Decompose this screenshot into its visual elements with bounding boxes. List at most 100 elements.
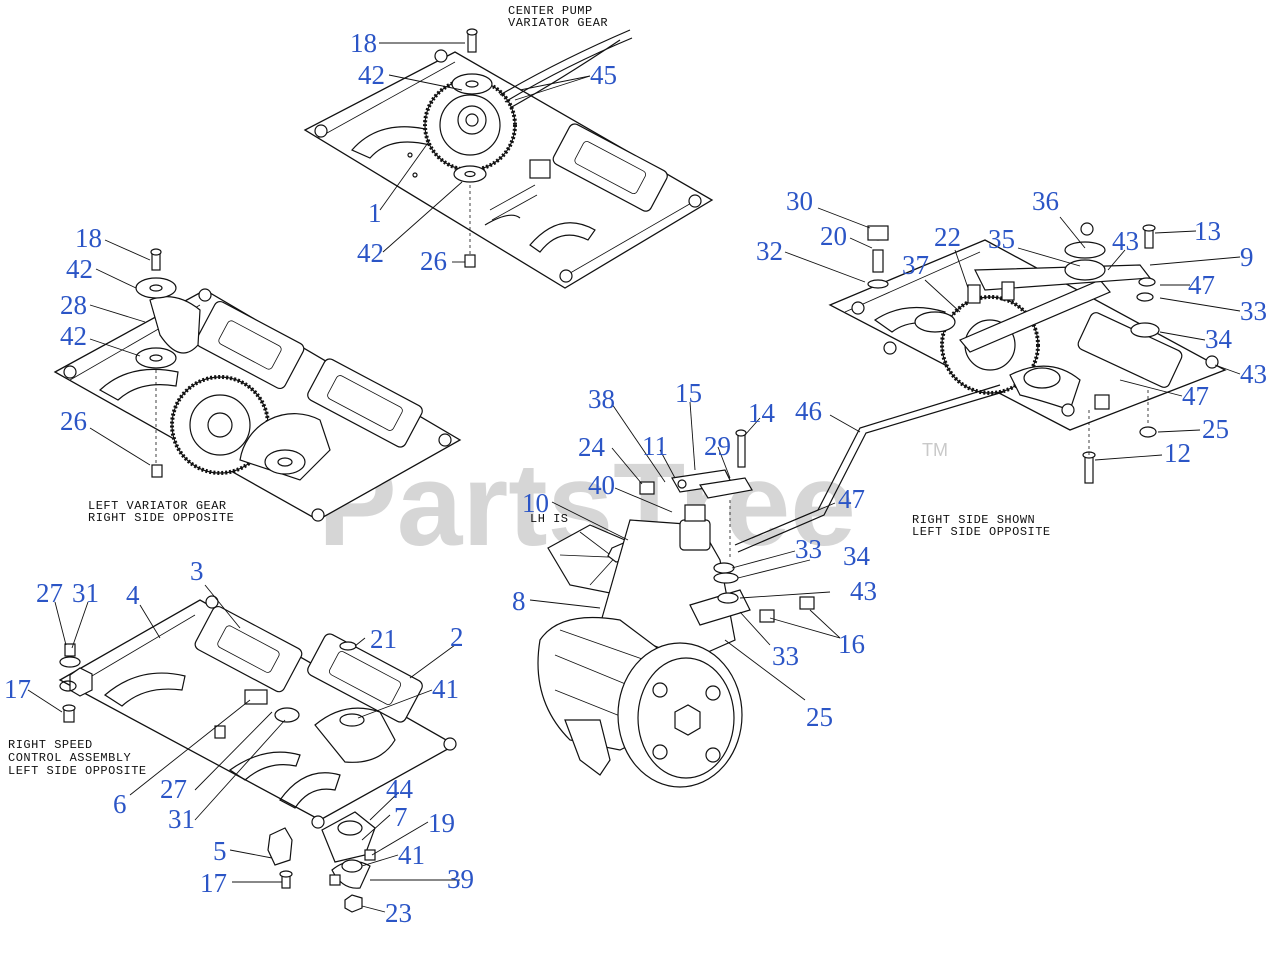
callout-38: 38: [588, 384, 615, 414]
callout-47: 47: [838, 484, 865, 514]
callout-34: 34: [1205, 324, 1233, 354]
callout-12: 12: [1164, 438, 1191, 468]
callout-33: 33: [1240, 296, 1267, 326]
caption-speed-opposite: LEFT SIDE OPPOSITE: [8, 764, 147, 778]
center-variator-assembly: [303, 28, 714, 289]
speed-bracket-2: [307, 633, 423, 723]
callout-5: 5: [213, 836, 227, 866]
left-gear-sector: [239, 413, 331, 481]
callout-14: 14: [748, 398, 776, 428]
callout-7: 7: [394, 802, 408, 832]
hydro-pump-assembly: [529, 401, 841, 788]
callout-46: 46: [795, 396, 822, 426]
speed-clip-5: [267, 827, 293, 866]
callout-44: 44: [386, 774, 414, 804]
callout-10: 10: [522, 488, 549, 518]
callout-1: 1: [368, 198, 382, 228]
callout-19: 19: [428, 808, 455, 838]
caption-left-variator-opposite: RIGHT SIDE OPPOSITE: [88, 511, 234, 525]
callout-3: 3: [190, 556, 204, 586]
pump-filler-cap: [679, 519, 711, 551]
speed-left-tab: [69, 667, 93, 697]
callout-21: 21: [370, 624, 397, 654]
callout-11: 11: [642, 431, 668, 461]
callout-13: 13: [1194, 216, 1221, 246]
center-washer-bottom: [453, 165, 487, 183]
speed-bracket-3: [194, 605, 303, 693]
caption-right-side: RIGHT SIDE SHOWN: [912, 513, 1035, 527]
callout-16: 16: [838, 629, 865, 659]
callout-31: 31: [72, 578, 99, 608]
callout-27: 27: [160, 774, 187, 804]
callout-22: 22: [934, 222, 961, 252]
caption-lh-is: LH IS: [530, 512, 569, 526]
callout-17: 17: [200, 868, 227, 898]
callout-35: 35: [988, 224, 1015, 254]
callout-32: 32: [756, 236, 783, 266]
caption-left-variator: LEFT VARIATOR GEAR: [88, 499, 227, 513]
callout-28: 28: [60, 290, 87, 320]
callout-26: 26: [420, 246, 447, 276]
callout-15: 15: [675, 378, 702, 408]
callout-24: 24: [578, 432, 606, 462]
left-nut: [151, 464, 163, 478]
callout-42: 42: [60, 321, 87, 351]
callout-4: 4: [126, 580, 140, 610]
callout-40: 40: [588, 470, 615, 500]
speed-nut-23: [344, 894, 363, 913]
center-cable-1: [499, 29, 631, 96]
callout-41: 41: [432, 674, 459, 704]
callout-45: 45: [590, 60, 617, 90]
callout-17: 17: [4, 674, 31, 704]
callout-39: 39: [447, 864, 474, 894]
callout-18: 18: [75, 223, 102, 253]
callout-42: 42: [358, 60, 385, 90]
callout-37: 37: [902, 250, 929, 280]
callout-43: 43: [1240, 359, 1267, 389]
callout-31: 31: [168, 804, 195, 834]
caption-right-speed: RIGHT SPEED: [8, 738, 93, 752]
callout-18: 18: [350, 28, 377, 58]
callout-33: 33: [772, 641, 799, 671]
callout-2: 2: [450, 622, 464, 652]
pump-pin-14: [737, 432, 746, 468]
center-washer-top: [451, 73, 493, 95]
callout-26: 26: [60, 406, 87, 436]
left-bracket-1: [195, 300, 305, 390]
center-nut: [464, 254, 476, 268]
callout-9: 9: [1240, 242, 1254, 272]
caption-center-pump-gear: VARIATOR GEAR: [508, 16, 608, 30]
caption-center-pump: CENTER PUMP: [508, 4, 593, 18]
caption-control-assembly: CONTROL ASSEMBLY: [8, 751, 131, 765]
callout-47: 47: [1182, 381, 1209, 411]
speed-plate-44: [321, 811, 376, 863]
callout-8: 8: [512, 586, 526, 616]
callout-36: 36: [1032, 186, 1059, 216]
callout-34: 34: [843, 541, 871, 571]
callout-47: 47: [1188, 270, 1215, 300]
speed-control-assembly: [27, 584, 460, 913]
callout-42: 42: [66, 254, 93, 284]
right-side-assembly: [734, 207, 1241, 553]
callout-25: 25: [1202, 414, 1229, 444]
watermark-trademark: TM: [922, 440, 948, 460]
callout-43: 43: [850, 576, 877, 606]
callouts: 18 42 45 1 42 26 18 42 28 42 26 30 20 32…: [4, 28, 1267, 928]
callout-29: 29: [704, 431, 731, 461]
callout-20: 20: [820, 221, 847, 251]
right-link: [959, 279, 1111, 353]
callout-27: 27: [36, 578, 63, 608]
callout-42: 42: [357, 238, 384, 268]
callout-33: 33: [795, 534, 822, 564]
callout-43: 43: [1112, 226, 1139, 256]
left-variator-assembly: [53, 239, 462, 522]
caption-right-side-opposite: LEFT SIDE OPPOSITE: [912, 525, 1051, 539]
right-bolt-12: [1084, 454, 1094, 484]
callout-23: 23: [385, 898, 412, 928]
right-shoulder-bolt: [872, 249, 884, 273]
callout-41: 41: [398, 840, 425, 870]
pump-mount-arm: [564, 719, 611, 776]
callout-25: 25: [806, 702, 833, 732]
callout-6: 6: [113, 789, 127, 819]
